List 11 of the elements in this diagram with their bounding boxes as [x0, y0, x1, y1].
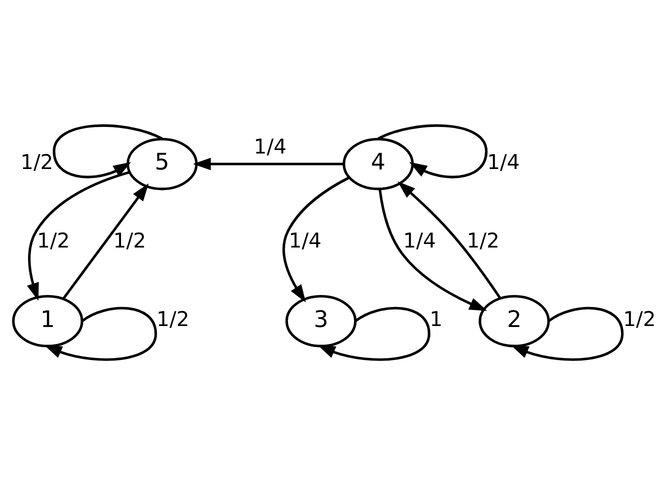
edge-label: 1/2	[623, 306, 656, 331]
edge-label: 1/4	[487, 150, 520, 174]
edge-label: 1/4	[254, 134, 287, 159]
edge-label: 1/2	[20, 150, 54, 174]
edge-label: 1/2	[113, 228, 146, 252]
edge-label: 1/4	[403, 228, 436, 252]
edge-label: 1/2	[37, 228, 70, 252]
edge-label: 1/2	[466, 228, 500, 252]
edge-label: 1/4	[288, 228, 322, 252]
edge-label: 1/2	[156, 306, 190, 331]
edge-label: 1	[430, 306, 443, 331]
